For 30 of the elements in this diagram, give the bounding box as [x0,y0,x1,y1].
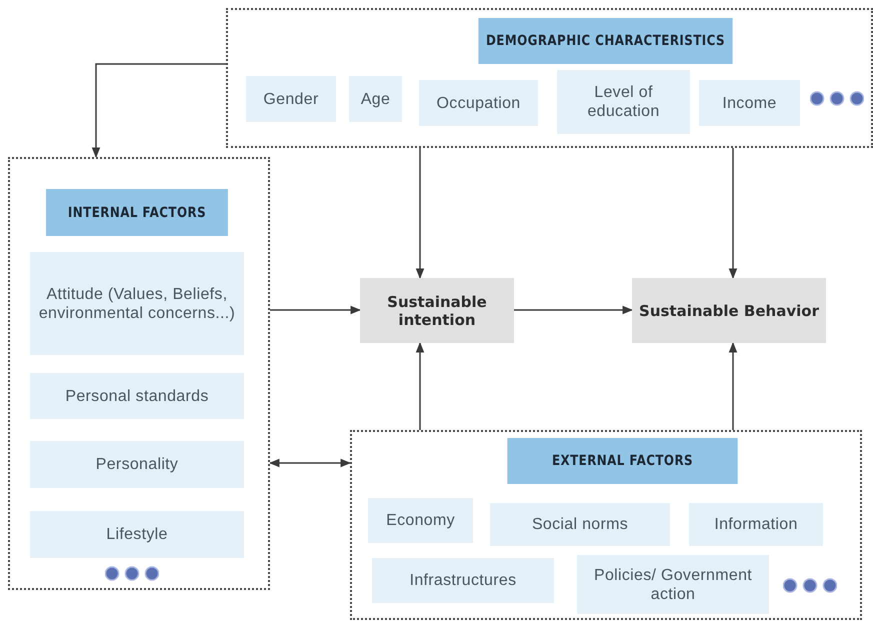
dotted-panel [350,430,862,620]
factor-box: Income [699,80,800,126]
factor-box: Infrastructures [372,558,554,603]
outcome-box: Sustainable Behavior [632,278,826,343]
section-heading-bar: EXTERNAL FACTORS [507,438,738,484]
arrow [268,458,352,468]
dotted-panel [226,8,873,148]
section-heading-bar: DEMOGRAPHIC CHARACTERISTICS [478,18,733,64]
factor-box: Personality [30,441,244,488]
factor-box: Occupation [419,80,538,126]
outcome-box: Sustainable intention [360,278,514,343]
factor-box: Lifestyle [30,511,244,558]
arrow [270,306,362,314]
factor-box: Information [689,503,823,546]
factor-box: Economy [368,498,473,543]
section-heading-bar: INTERNAL FACTORS [46,189,228,236]
factor-box: Age [349,76,402,122]
factor-box: Gender [246,76,336,122]
arrow [514,306,634,314]
factor-box: Policies/ Government action [577,555,769,614]
arrow [416,342,424,430]
arrow [728,148,738,280]
arrow [416,148,424,280]
dotted-panel [8,157,270,590]
arrow [92,63,226,158]
arrow [728,342,738,430]
factor-box: Social norms [490,503,670,546]
factor-box: Personal standards [30,373,244,419]
factor-box: Attitude (Values, Beliefs, environmental concerns...) [30,252,244,355]
factor-box: Level of education [557,70,690,134]
